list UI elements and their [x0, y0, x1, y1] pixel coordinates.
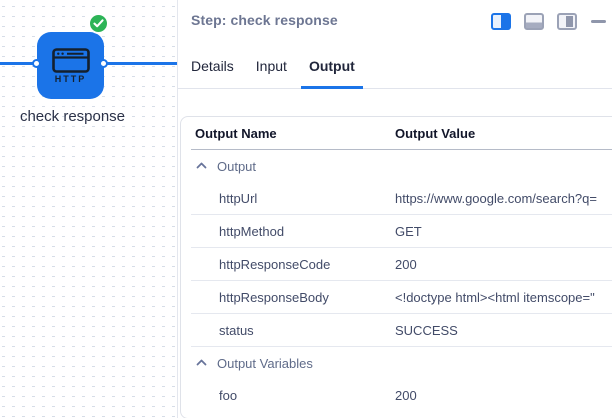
group-label: Output	[217, 158, 257, 174]
pipeline-canvas[interactable]: HTTP check response	[0, 0, 177, 418]
success-check-badge	[88, 13, 109, 34]
table-row: httpMethod GET	[191, 214, 612, 247]
output-value: 200	[395, 387, 417, 403]
output-value: https://www.google.com/search?q=	[395, 190, 597, 206]
layout-right-panel-icon[interactable]	[557, 13, 577, 30]
tab-label: Output	[308, 58, 355, 74]
chevron-up-icon[interactable]	[195, 160, 208, 172]
group-label: Output Variables	[217, 355, 313, 371]
table-row: httpResponseBody <!doctype html><html ite…	[191, 280, 612, 313]
output-name: status	[219, 322, 254, 338]
output-name: httpMethod	[219, 223, 285, 239]
browser-window-icon	[51, 47, 90, 73]
output-value: SUCCESS	[395, 322, 458, 338]
http-step-node[interactable]: HTTP	[37, 13, 109, 99]
tab-label: Details	[191, 58, 234, 74]
minimize-icon[interactable]	[591, 20, 606, 23]
output-value: 200	[395, 256, 417, 272]
output-value: GET	[395, 223, 422, 239]
node-name-label: check response	[19, 108, 126, 125]
table-group-row[interactable]: Output	[191, 150, 612, 182]
output-name: httpResponseBody	[219, 289, 329, 305]
tab-output[interactable]: Output	[300, 51, 363, 89]
column-header-name: Output Name	[195, 126, 277, 141]
column-header-value: Output Value	[395, 126, 476, 141]
layout-bottom-panel-icon[interactable]	[524, 13, 544, 30]
window-controls	[491, 12, 606, 30]
tab-label: Input	[255, 58, 287, 74]
tab-details[interactable]: Details	[183, 51, 242, 89]
table-group-row[interactable]: Output Variables	[191, 346, 612, 379]
layout-split-view-icon[interactable]	[491, 13, 511, 30]
output-name: httpResponseCode	[219, 256, 331, 272]
tab-input[interactable]: Input	[248, 51, 295, 89]
tabs: Details Input Output	[178, 51, 612, 89]
layout-right-panel-block	[565, 16, 573, 27]
panel-header: Step: check response	[178, 0, 612, 30]
table-row: status SUCCESS	[191, 313, 612, 346]
node-output-port[interactable]	[99, 58, 108, 68]
table-row: httpUrl https://www.google.com/search?q=	[191, 182, 612, 214]
chevron-up-icon[interactable]	[195, 357, 208, 369]
table-row: foo 200	[191, 379, 612, 411]
step-title: Step: check response	[191, 12, 338, 28]
table-body: Output httpUrl https://www.google.com/sear…	[181, 150, 612, 411]
output-name: foo	[219, 387, 238, 403]
table-header-row: Output Name Output Value	[191, 117, 612, 150]
http-node-label: HTTP	[54, 73, 87, 84]
table-row: httpResponseCode 200	[191, 247, 612, 280]
output-name: httpUrl	[219, 190, 258, 206]
output-value: <!doctype html><html itemscope="	[395, 289, 595, 305]
node-input-port[interactable]	[32, 58, 41, 68]
